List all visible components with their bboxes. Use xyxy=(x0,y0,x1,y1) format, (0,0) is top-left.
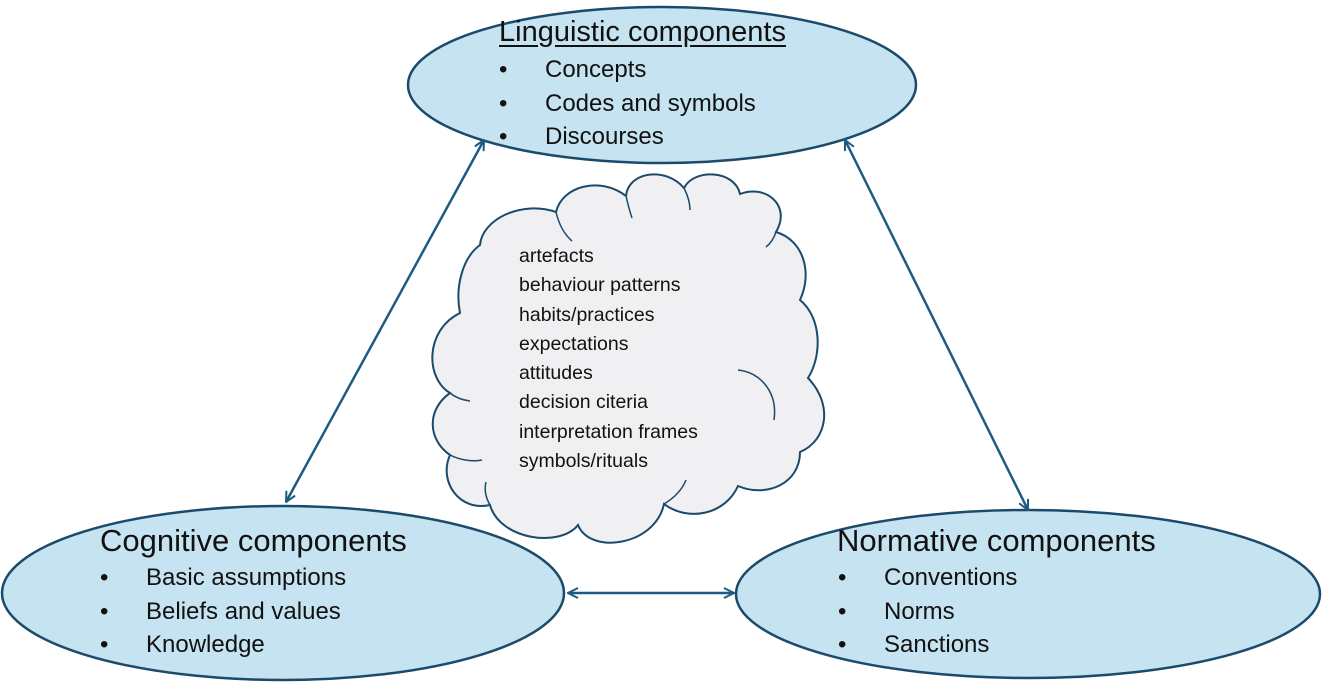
list-item: habits/practices xyxy=(519,303,655,326)
list-item: Knowledge xyxy=(100,628,407,662)
list-item: Basic assumptions xyxy=(100,561,407,595)
list-item: Concepts xyxy=(499,53,786,87)
cognitive-list: Basic assumptions Beliefs and values Kno… xyxy=(100,561,407,662)
linguistic-node: Linguistic components Concepts Codes and… xyxy=(499,13,786,154)
list-item: Conventions xyxy=(838,561,1156,595)
list-item: expectations xyxy=(519,332,629,355)
normative-list: Conventions Norms Sanctions xyxy=(838,561,1156,662)
normative-node: Normative components Conventions Norms S… xyxy=(837,522,1156,662)
list-item: decision citeria xyxy=(519,391,648,414)
list-item: attitudes xyxy=(519,362,593,385)
list-item: behaviour patterns xyxy=(519,274,681,297)
arrow-linguistic-cognitive xyxy=(284,140,486,502)
list-item: artefacts xyxy=(519,245,594,267)
list-item: Sanctions xyxy=(838,628,1156,662)
linguistic-title: Linguistic components xyxy=(499,16,786,48)
arrow-linguistic-normative xyxy=(843,140,1030,510)
normative-title: Normative components xyxy=(837,523,1156,558)
linguistic-list: Concepts Codes and symbols Discourses xyxy=(499,53,786,154)
list-item: Norms xyxy=(838,595,1156,629)
cognitive-title: Cognitive components xyxy=(100,523,407,558)
cloud-node: artefacts behaviour patterns habits/prac… xyxy=(519,242,698,476)
cognitive-node: Cognitive components Basic assumptions B… xyxy=(100,522,407,662)
list-item: interpretation frames xyxy=(519,420,698,443)
list-item: Beliefs and values xyxy=(100,595,407,629)
list-item: Discourses xyxy=(499,120,786,154)
cloud-list: artefacts behaviour patterns habits/prac… xyxy=(519,242,698,476)
list-item: Codes and symbols xyxy=(499,87,786,121)
list-item: symbols/rituals xyxy=(519,450,648,473)
